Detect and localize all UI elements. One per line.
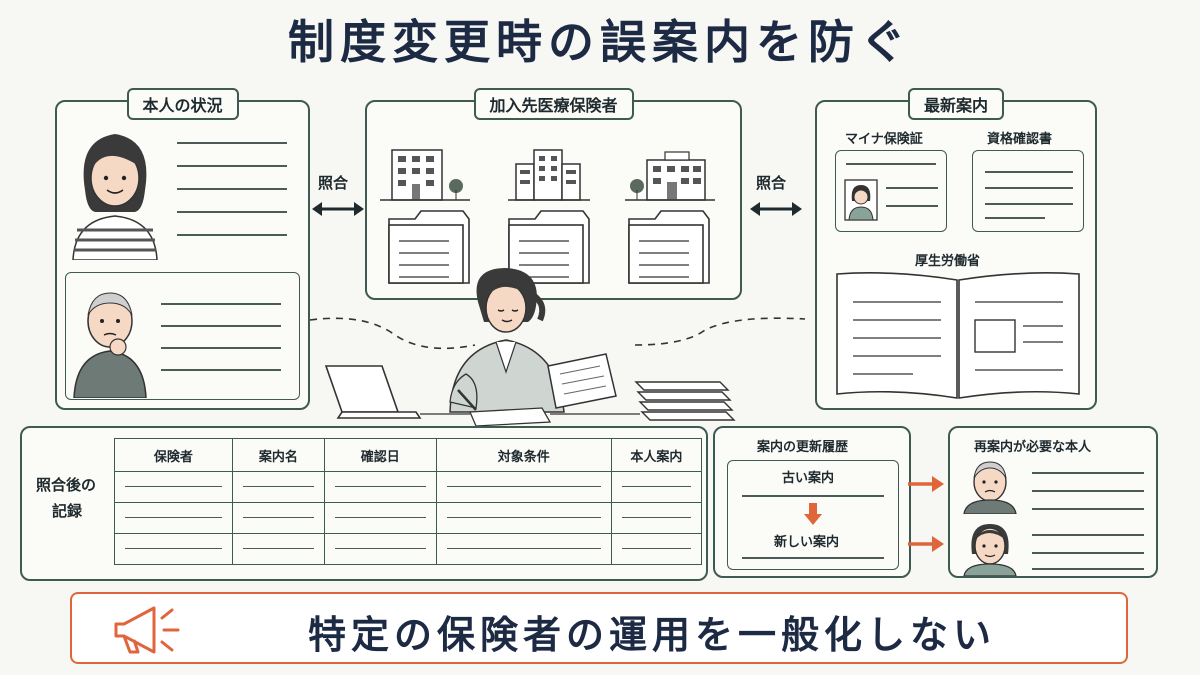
- new-guidance-label: 新しい案内: [774, 535, 840, 550]
- my-number-card-label: マイナ保険証: [845, 132, 923, 147]
- record-side-label-2: 記録: [52, 502, 83, 520]
- table-cell: [610, 533, 703, 565]
- old-guidance-label: 古い案内: [782, 471, 835, 486]
- elderly-person-icon: [73, 292, 147, 398]
- page-title: 制度変更時の誤案内を防ぐ: [288, 15, 912, 69]
- update-history-title: 案内の更新履歴: [757, 440, 849, 455]
- col-guidance-name: 案内名: [231, 438, 325, 472]
- table-cell: [114, 471, 233, 503]
- col-person-guidance: 本人案内: [610, 438, 703, 472]
- folder-icon: [388, 210, 470, 284]
- table-cell: [323, 471, 437, 503]
- woman-person-icon: [963, 524, 1017, 576]
- col-insurer: 保険者: [114, 438, 233, 472]
- match-label-right: 照合: [756, 174, 787, 192]
- folder-icon: [508, 210, 590, 284]
- table-cell: [323, 533, 437, 565]
- table-cell: [114, 533, 233, 565]
- qualification-cert-label: 資格確認書: [987, 132, 1053, 147]
- person-status-panel: 本人の状況: [55, 88, 310, 410]
- arrow-right-icon: [908, 476, 944, 492]
- table-cell: [435, 502, 612, 534]
- reguide-panel: 再案内が必要な本人: [948, 426, 1158, 578]
- table-cell: [231, 502, 325, 534]
- record-side-label-1: 照合後の: [36, 476, 97, 494]
- book-icon: [836, 272, 1080, 399]
- my-number-card: [835, 150, 947, 232]
- update-history-inner: 古い案内 新しい案内: [727, 460, 899, 570]
- folder-icon: [628, 210, 710, 284]
- table-cell: [323, 502, 437, 534]
- col-conditions: 対象条件: [435, 438, 612, 472]
- key-message-text: 特定の保険者の運用を一般化しない: [307, 613, 996, 657]
- dashed-connector: [309, 317, 806, 350]
- update-history-panel: 案内の更新履歴 古い案内 新しい案内: [713, 426, 911, 578]
- match-label-left: 照合: [318, 174, 349, 192]
- staff-worker-icon: [324, 268, 736, 427]
- double-arrow-right-icon: [750, 202, 802, 216]
- megaphone-icon: [114, 606, 180, 654]
- table-cell: [114, 502, 233, 534]
- insurer-panel-title: 加入先医療保険者: [473, 88, 634, 120]
- building-icon: [380, 149, 470, 201]
- arrow-down-icon: [804, 503, 822, 525]
- record-panel: 照合後の 記録 保険者 案内名 確認日 対象条件 本人案内: [20, 426, 708, 581]
- table-cell: [231, 471, 325, 503]
- key-message-banner: 特定の保険者の運用を一般化しない: [70, 592, 1128, 664]
- table-row: [114, 533, 703, 565]
- latest-guidance-title: 最新案内: [907, 88, 1005, 120]
- woman-person-icon: [72, 134, 158, 260]
- record-table: 保険者 案内名 確認日 対象条件 本人案内: [114, 438, 703, 565]
- table-cell: [610, 502, 703, 534]
- table-cell: [231, 533, 325, 565]
- arrow-right-icon: [908, 536, 944, 552]
- table-row: [114, 502, 703, 534]
- table-cell: [435, 471, 612, 503]
- col-confirm-date: 確認日: [323, 438, 437, 472]
- table-cell: [435, 533, 612, 565]
- reguide-title: 再案内が必要な本人: [974, 440, 1092, 455]
- person-status-title: 本人の状況: [126, 88, 239, 120]
- building-icon: [625, 151, 715, 201]
- elderly-person-icon: [963, 461, 1017, 514]
- elderly-person-card: [65, 272, 300, 400]
- table-cell: [610, 471, 703, 503]
- mhlw-label: 厚生労働省: [915, 254, 981, 269]
- qualification-cert-card: [972, 150, 1084, 232]
- double-arrow-left-icon: [312, 202, 364, 216]
- latest-guidance-panel: 最新案内 マイナ保険証 資格確認書 厚生労働省: [815, 88, 1097, 410]
- table-row: [114, 471, 703, 503]
- id-photo-icon: [844, 179, 878, 221]
- building-icon: [508, 149, 590, 201]
